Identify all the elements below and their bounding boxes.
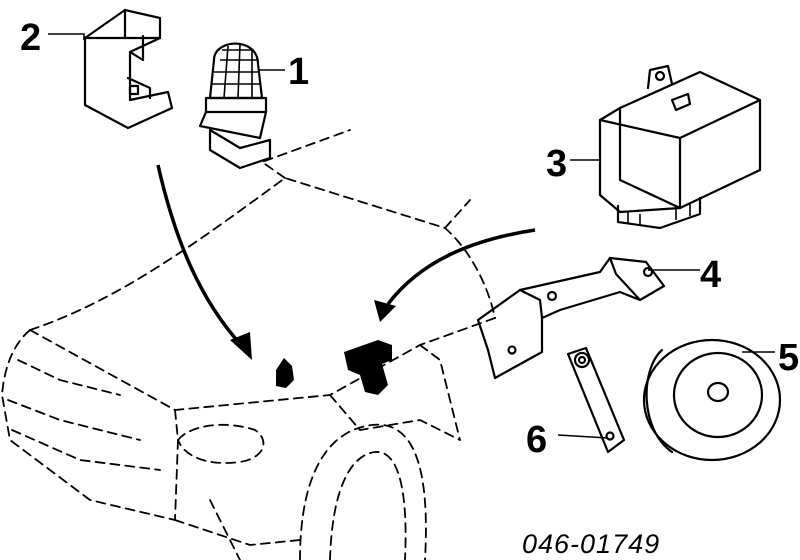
horn-control-module [598, 64, 762, 230]
horn-mounting-bracket [476, 256, 666, 380]
horn-strap [566, 346, 626, 454]
callout-1: 1 [288, 51, 309, 93]
callout-2: 2 [20, 17, 41, 59]
callout-5: 5 [778, 337, 799, 379]
vehicle-outline [1, 129, 496, 560]
part-number: 046-01749 [522, 529, 660, 559]
horn [642, 338, 782, 462]
relay-cover [83, 8, 174, 130]
mounted-horn-switch [276, 358, 294, 388]
callout-4: 4 [700, 254, 721, 296]
callout-6: 6 [526, 419, 547, 461]
mounted-horn-bracket [344, 340, 392, 395]
horn-switch [198, 42, 272, 170]
arrow-module-to-vehicle [374, 228, 536, 322]
leader-lines [48, 33, 775, 439]
callout-3: 3 [546, 143, 567, 185]
arrow-relay-to-vehicle [156, 164, 252, 360]
